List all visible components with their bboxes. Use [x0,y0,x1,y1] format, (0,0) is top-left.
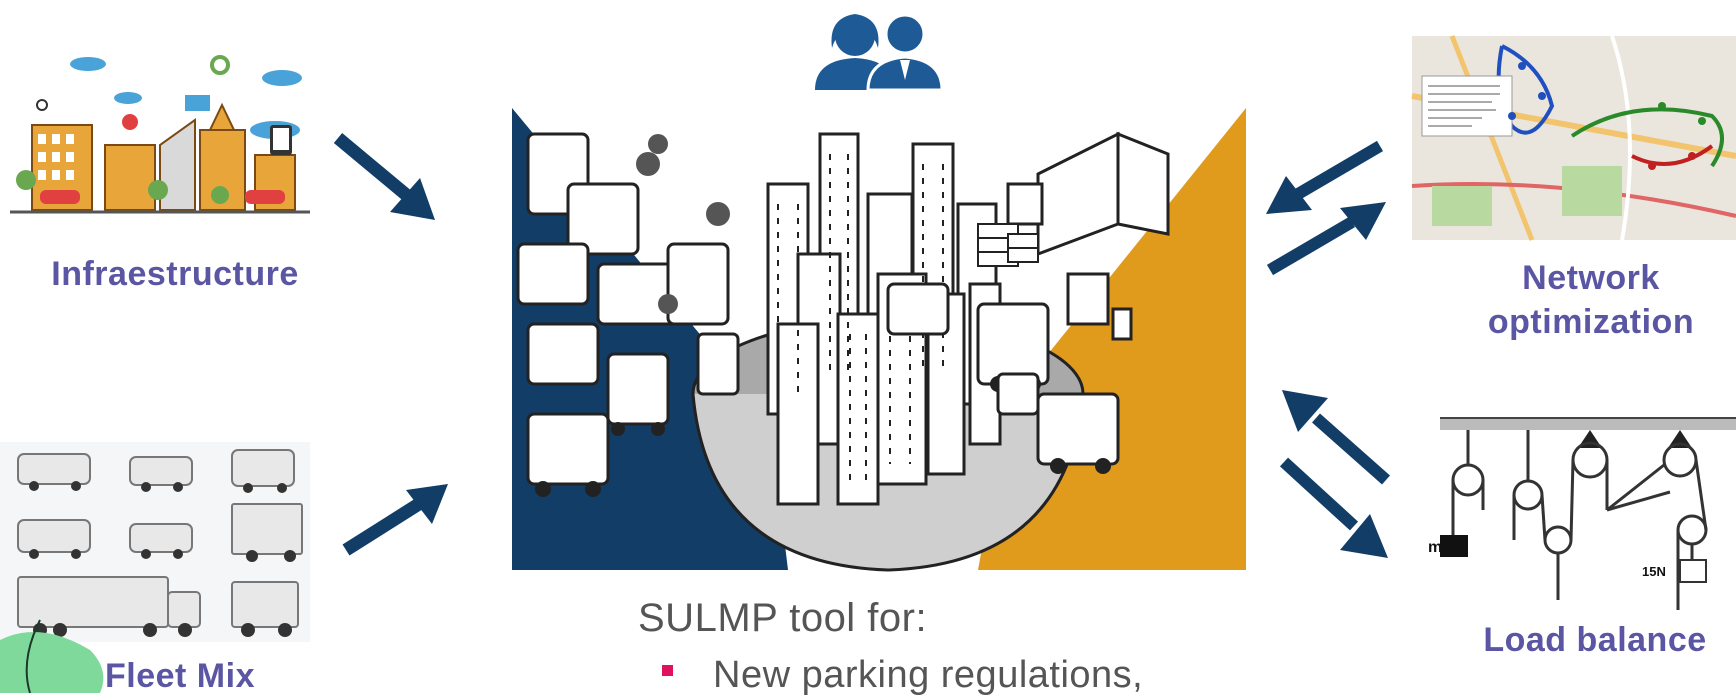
load-balance-label: Load balance [1483,621,1707,659]
network-map-image [1411,35,1736,241]
people-icon [815,13,944,92]
city-illustration [512,108,1246,572]
bullet-item: New parking regulations, [662,654,1143,697]
arrow-infra-to-center [333,133,435,220]
arrow-load-in [1282,390,1390,485]
fleet-mix-label: Fleet Mix [105,657,255,695]
svg-text:15N: 15N [1642,564,1666,579]
infrastructure-label: Infraestructure [51,255,299,293]
network-label-line2: optimization [1487,303,1695,342]
bullet-text: New parking regulations, [713,654,1144,696]
decorative-green-shape [0,619,104,694]
arrow-network-out [1266,202,1386,276]
infrastructure-illustration [10,55,310,214]
svg-text:m: m [1428,539,1442,556]
network-optimization-label: Network optimization [1446,256,1736,344]
network-label-line1: Network [1522,259,1660,297]
fleet-mix-illustration [0,442,310,642]
arrow-fleet-to-center [342,484,448,556]
arrow-network-in [1266,140,1384,214]
sulmp-title: SULMP tool for: [638,596,928,640]
arrow-load-out [1279,457,1388,558]
bullet-marker [662,665,673,677]
pulley-diagram: m 15N [1428,417,1736,610]
